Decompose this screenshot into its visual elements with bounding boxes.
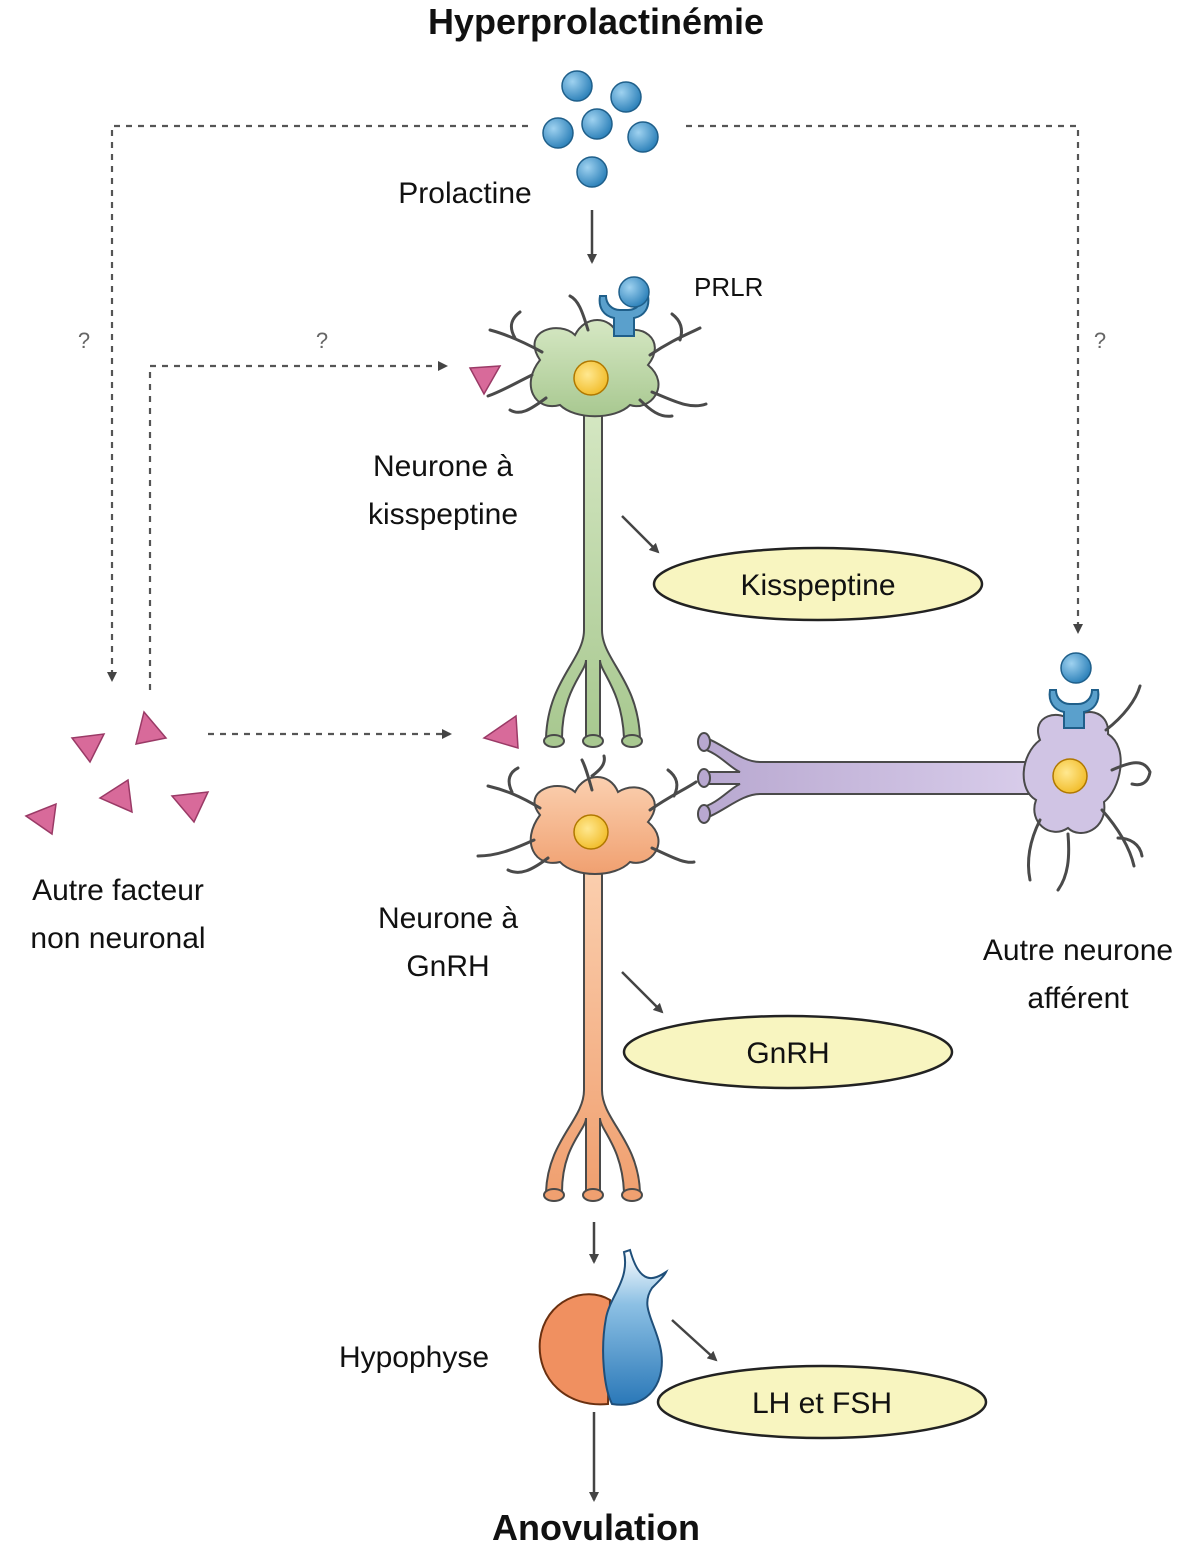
dashed-arrow-to-factor <box>107 124 528 682</box>
dashed-arrow-factor-to-kiss <box>148 361 448 690</box>
pill-gnrh <box>622 1014 954 1090</box>
label-kiss-neuron-line2: kisspeptine <box>368 498 518 531</box>
kiss-nucleus <box>573 360 609 396</box>
factor-triangle <box>468 365 502 396</box>
question-mark-right: ? <box>1094 328 1106 353</box>
non-neuronal-factors <box>24 710 519 836</box>
factor-triangle <box>24 802 57 836</box>
label-other-factor-line1: Autre facteur <box>32 874 204 907</box>
pituitary <box>538 1248 669 1406</box>
prolactin-molecule <box>542 117 574 149</box>
factor-triangle <box>170 791 210 824</box>
prolactin-molecule <box>610 81 642 113</box>
pill-lh-fsh-label: LH et FSH <box>752 1387 892 1420</box>
prlr-receptor <box>598 295 650 337</box>
arrow-to-gnrh <box>621 971 664 1014</box>
label-gnrh-neuron-line1: Neurone à <box>378 902 518 935</box>
label-hypophyse: Hypophyse <box>339 1341 489 1374</box>
pill-gnrh-label: GnRH <box>746 1037 829 1070</box>
arrow-to-lh-fsh <box>671 1319 718 1362</box>
arrow-to-kisspeptine <box>621 515 660 554</box>
factor-triangle <box>482 714 519 750</box>
prolactin-molecules <box>542 70 659 188</box>
prolactin-molecule <box>627 121 659 153</box>
afferent-receptor <box>1048 689 1100 729</box>
posterior-pituitary <box>602 1248 669 1406</box>
gnrh-neuron <box>476 754 698 1202</box>
dashed-pathways <box>107 124 1083 739</box>
label-gnrh-neuron-line2: GnRH <box>406 950 489 983</box>
pill-lh-fsh <box>656 1364 988 1440</box>
afferent-nucleus <box>1052 758 1088 794</box>
title-anovulation: Anovulation <box>492 1507 700 1548</box>
label-prlr: PRLR <box>694 272 763 302</box>
factor-triangle <box>98 778 133 814</box>
kisspeptin-neuron <box>486 276 708 748</box>
prolactin-molecule <box>576 156 608 188</box>
anterior-pituitary <box>538 1293 612 1406</box>
pill-kisspeptine <box>652 546 984 622</box>
label-prolactine: Prolactine <box>398 177 531 210</box>
label-afferent-line1: Autre neurone <box>983 934 1173 967</box>
label-other-factor-line2: non neuronal <box>30 922 205 955</box>
gnrh-nucleus <box>573 814 609 850</box>
bound-prolactin <box>618 276 650 308</box>
bound-prolactin <box>1060 652 1092 684</box>
prolactin-molecule <box>561 70 593 102</box>
label-kiss-neuron-line1: Neurone à <box>373 450 513 483</box>
factor-triangle <box>70 733 106 764</box>
title-hyperprolactinemie: Hyperprolactinémie <box>428 1 764 42</box>
afferent-neuron <box>697 652 1152 892</box>
factor-triangle <box>134 710 168 745</box>
question-mark-left: ? <box>78 328 90 353</box>
pill-kisspeptine-label: Kisspeptine <box>740 569 895 602</box>
label-afferent-line2: afférent <box>1027 982 1129 1015</box>
question-mark-middle: ? <box>316 328 328 353</box>
prolactin-molecule <box>581 108 613 140</box>
